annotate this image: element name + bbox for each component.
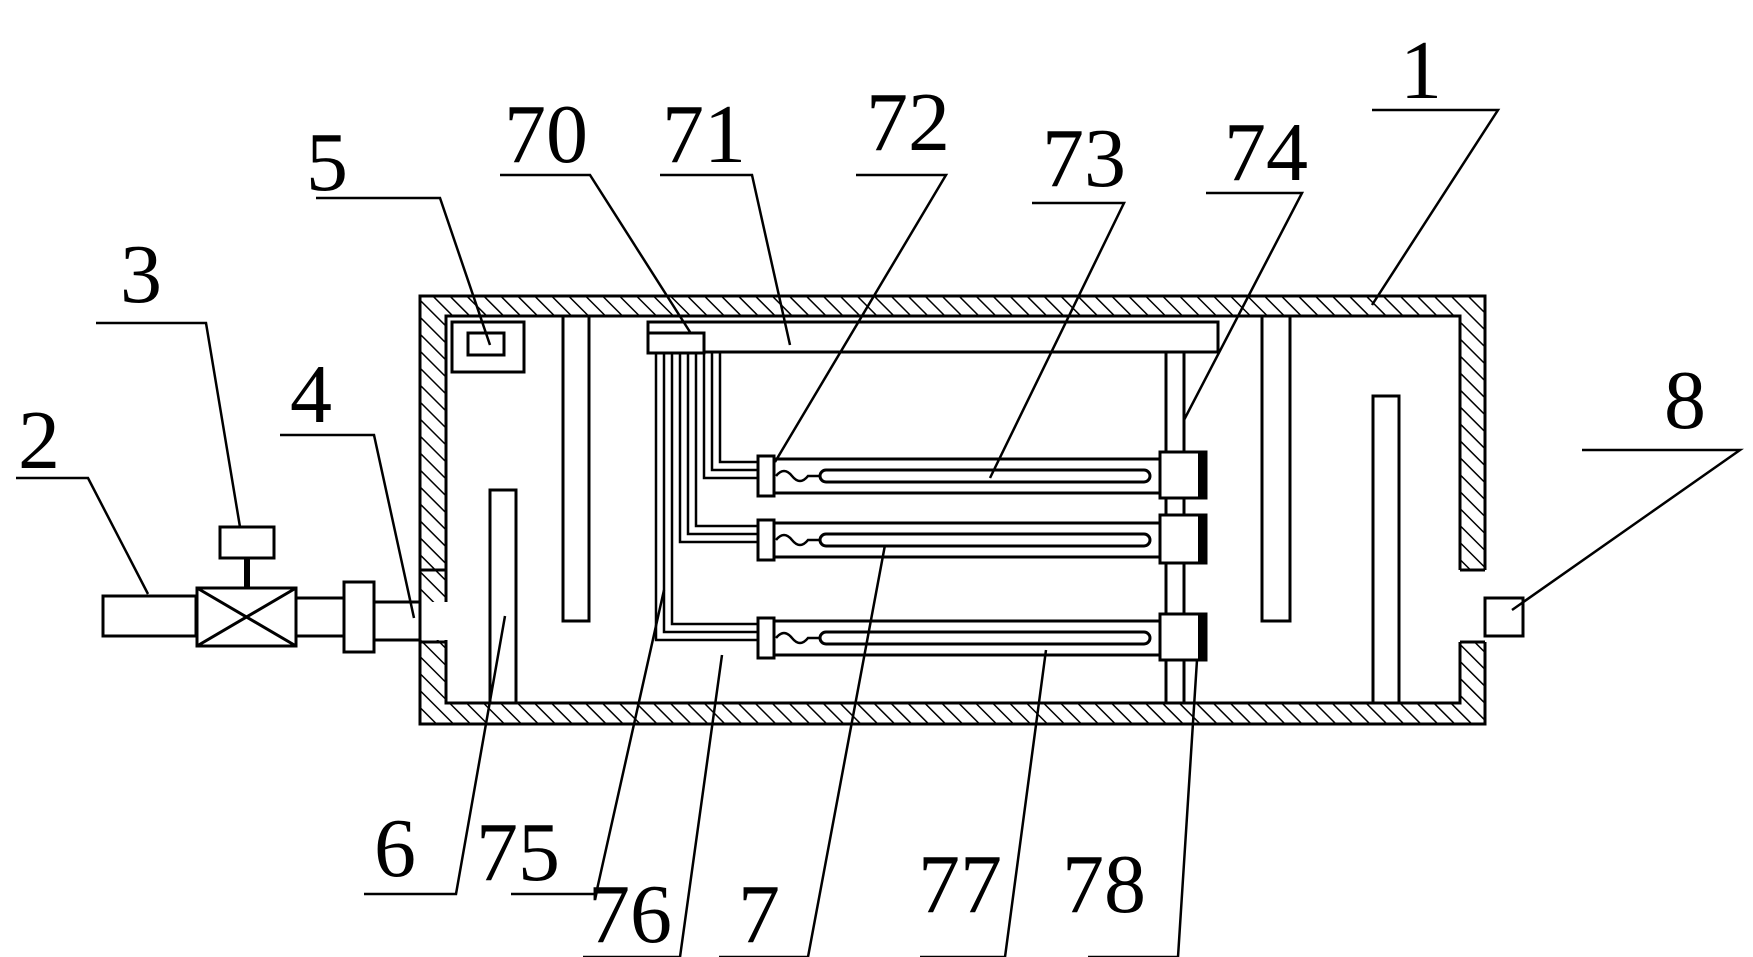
inlet-opening <box>418 602 448 640</box>
label-78: 78 <box>1062 838 1146 931</box>
outlet-opening <box>1458 570 1488 642</box>
label-74: 74 <box>1224 106 1308 199</box>
label-6: 6 <box>374 802 416 895</box>
mounting-plate <box>646 320 1220 354</box>
label-4: 4 <box>290 348 332 441</box>
label-1: 1 <box>1400 24 1442 117</box>
controller-box <box>646 331 706 355</box>
baffle-3 <box>1260 314 1292 623</box>
label-75: 75 <box>476 806 560 899</box>
leader-lines <box>16 108 1744 957</box>
inlet-connector <box>372 600 422 642</box>
lead-wire-1 <box>775 469 820 483</box>
label-77: 77 <box>918 838 1002 931</box>
label-7: 7 <box>738 868 780 957</box>
label-70: 70 <box>504 88 588 181</box>
lead-wire-2 <box>775 533 820 547</box>
baffle-4 <box>1371 394 1401 705</box>
baffle-1 <box>488 488 518 705</box>
lead-wire-3 <box>775 631 820 645</box>
wiring-bundle <box>654 352 758 642</box>
label-5: 5 <box>306 116 348 209</box>
label-72: 72 <box>866 76 950 169</box>
label-8: 8 <box>1664 354 1706 447</box>
pipe-segment-2 <box>294 596 346 638</box>
label-73: 73 <box>1042 112 1126 205</box>
heating-tube-2 <box>756 513 1208 565</box>
flange <box>342 580 376 654</box>
valve-actuator <box>218 525 276 560</box>
heating-tube-3 <box>756 612 1208 662</box>
outlet-pipe <box>1483 596 1525 638</box>
inlet-pipe <box>101 594 198 638</box>
heating-tube-1 <box>756 450 1208 500</box>
baffle-2 <box>561 314 591 623</box>
label-76: 76 <box>588 868 672 957</box>
label-71: 71 <box>662 88 746 181</box>
label-3: 3 <box>120 228 162 321</box>
label-2: 2 <box>18 394 60 487</box>
